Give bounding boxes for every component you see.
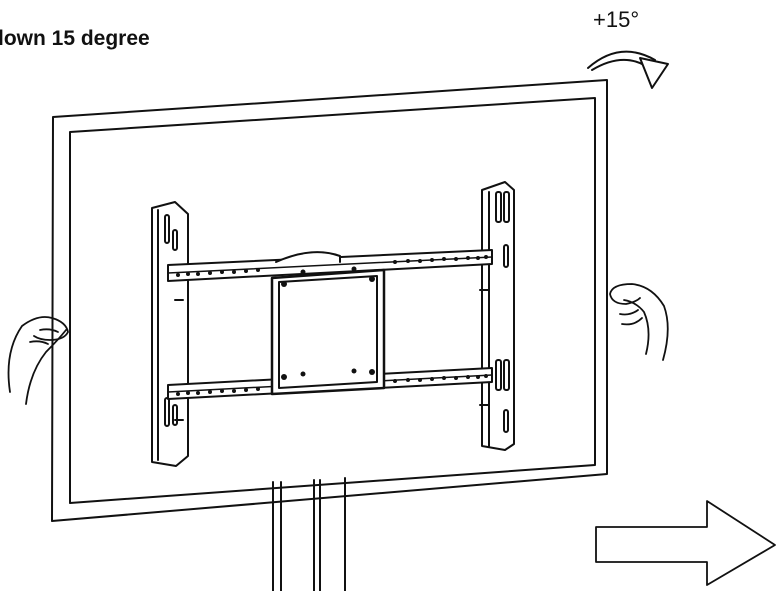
central-mounting-plate [270,251,386,396]
arm-holes [176,255,488,396]
direction-right-arrow-icon [595,500,776,586]
rotate-arrow-icon [587,50,669,89]
stand-pole-lower [272,477,346,592]
rotation-angle-label: +15° [593,7,640,32]
left-vertical-bracket [151,201,189,467]
right-hand-icon [609,283,669,361]
right-vertical-bracket [479,181,515,451]
instruction-caption: lown 15 degree [0,27,150,50]
plate-screws [281,266,375,380]
left-hand-icon [7,316,69,405]
